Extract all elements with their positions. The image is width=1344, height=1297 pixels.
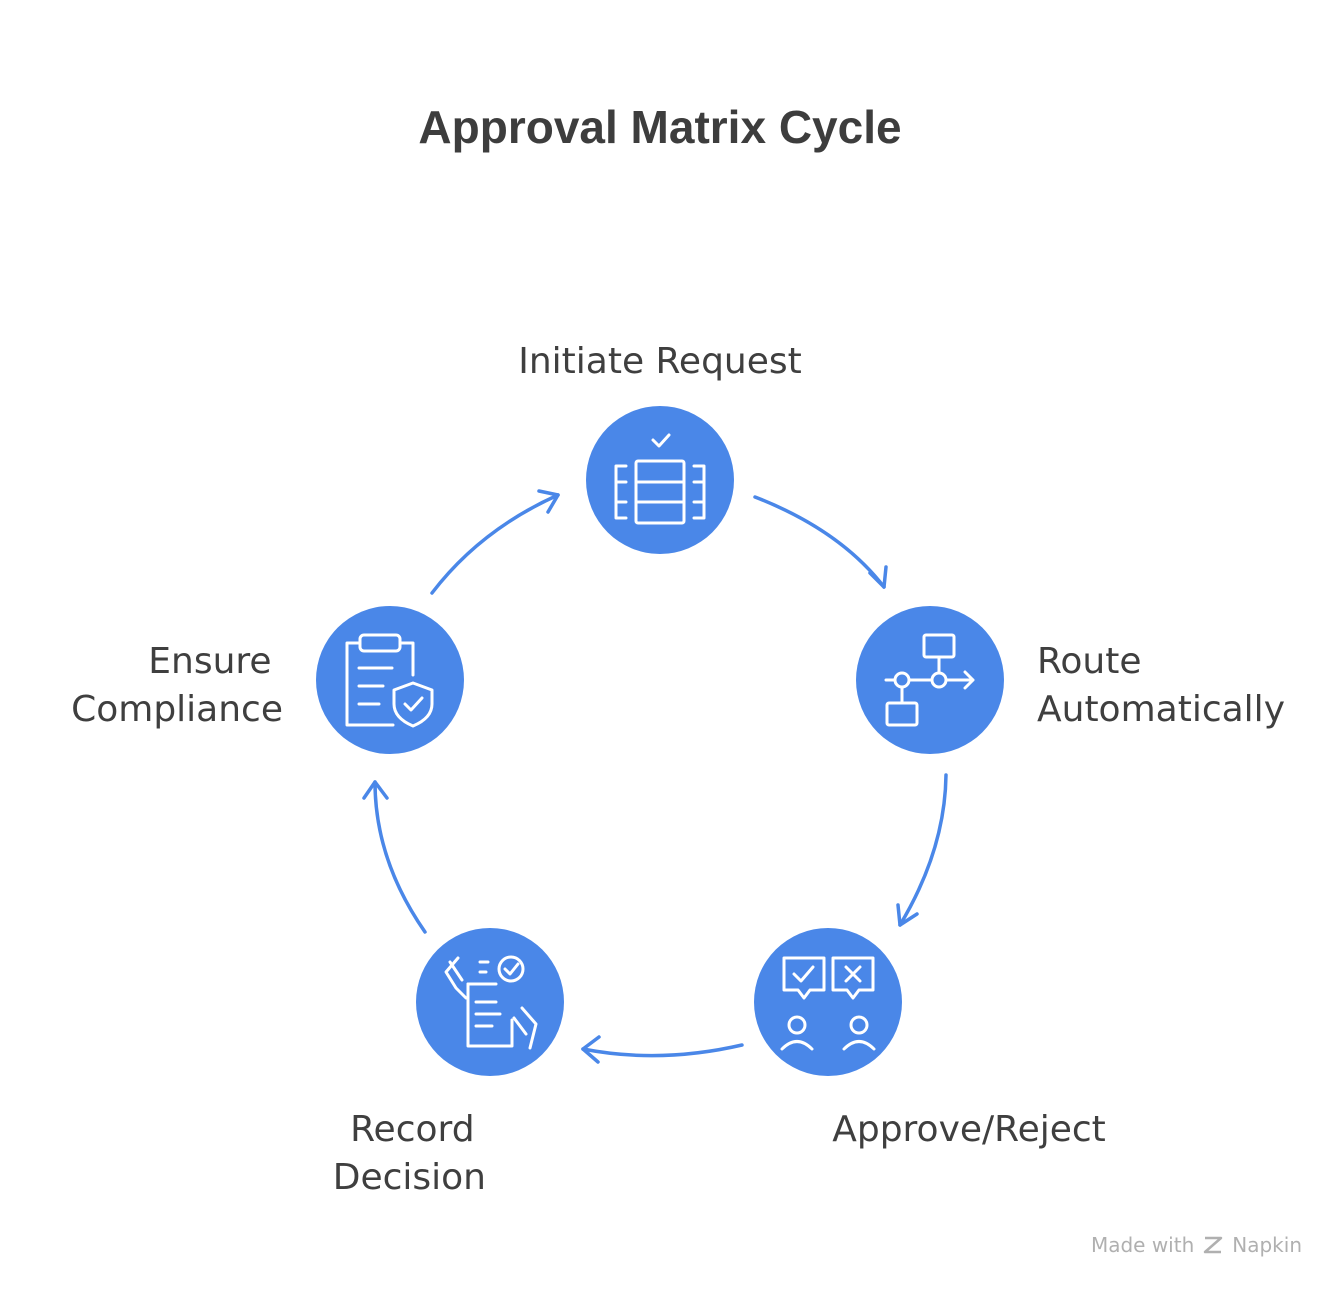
step-label: Record Decision <box>333 1109 486 1198</box>
step-ensure-compliance: Ensure Compliance <box>71 606 464 754</box>
step-label: Initiate Request <box>518 341 802 382</box>
arrow-approve-to-record <box>581 1035 744 1064</box>
step-label: Ensure Compliance <box>71 641 283 730</box>
step-route-automatically: Route Automatically <box>856 606 1285 754</box>
approve-reject-chat-icon <box>780 956 876 1051</box>
workflow-route-icon <box>884 633 975 727</box>
napkin-watermark[interactable]: Made with Napkin <box>1091 1233 1302 1257</box>
step-initiate-request: Initiate Request <box>518 341 802 554</box>
watermark-brand: Napkin <box>1232 1233 1302 1257</box>
signed-document-icon <box>444 955 538 1050</box>
clipboard-shield-icon <box>345 633 434 728</box>
arrow-initiate-to-route <box>753 495 888 589</box>
step-label: Route Automatically <box>1037 641 1285 730</box>
step-circle <box>316 606 464 754</box>
arrow-record-to-ensure <box>362 780 427 934</box>
napkin-logo-icon <box>1204 1236 1223 1254</box>
diagram-title: Approval Matrix Cycle <box>418 101 902 153</box>
watermark-prefix: Made with <box>1090 1233 1195 1257</box>
cycle-arrows <box>362 489 948 1064</box>
checklist-stack-icon <box>614 433 706 525</box>
step-record-decision: Record Decision <box>333 928 564 1198</box>
arrow-ensure-to-initiate <box>430 489 560 595</box>
step-label: Approve/Reject <box>832 1109 1106 1150</box>
arrow-route-to-approve <box>896 773 948 927</box>
step-circle <box>754 928 902 1076</box>
step-approve-reject: Approve/Reject <box>754 928 1106 1150</box>
step-circle <box>586 406 734 554</box>
